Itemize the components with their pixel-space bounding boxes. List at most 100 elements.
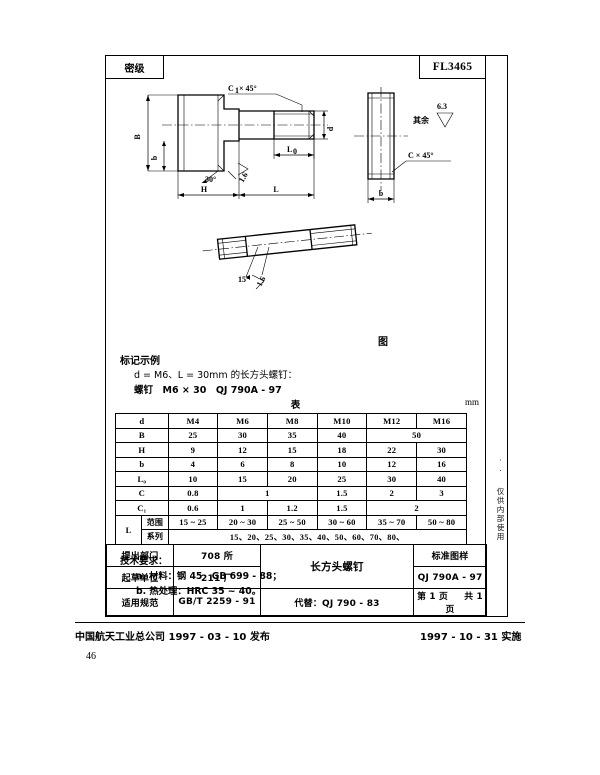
chamfer-label-c1-sub: 1 (235, 86, 239, 95)
effective-date-line: 1997 - 10 - 31 实施 (420, 632, 522, 643)
dim-label-b-right: b (379, 189, 384, 198)
spec-cell: 1.5 (316, 500, 368, 516)
spec-cell: 40 (416, 471, 467, 487)
spec-cell: 40 (316, 427, 368, 443)
drawing-frame: 密级 FL3465 ·· 仅供内部使用 (105, 55, 508, 617)
spec-L-range-cell: 30 ~ 60 (316, 514, 368, 530)
replaces-standard: 代替：QJ 790 - 83 (260, 588, 414, 616)
spec-cell: M8 (266, 413, 318, 429)
angle-label-15: 15° (238, 275, 249, 284)
spec-L-series-label: 系列 (141, 529, 169, 545)
spec-row-label: d (115, 413, 169, 429)
spec-cell: 25 (316, 471, 368, 487)
secrecy-level-box: 密级 (106, 56, 164, 79)
spec-cell: 22 (366, 442, 418, 458)
dim-label-L0-sub: 0 (293, 147, 297, 156)
table-unit: mm (464, 397, 479, 407)
table-caption: 表 (290, 400, 301, 411)
spec-cell: 12 (366, 456, 418, 472)
drafting-unit-label: 起草单位 (106, 566, 174, 589)
spec-cell: 30 (416, 442, 467, 458)
spec-cell: 35 (266, 427, 318, 443)
dim-label-L: L (273, 185, 278, 194)
technical-drawing-area: B b d C 1 × 45° (106, 79, 487, 304)
spec-cell: 15 (266, 442, 318, 458)
form-code: FL3465 (432, 61, 473, 73)
secrecy-label: 密级 (124, 63, 145, 75)
spec-cell: 16 (416, 456, 467, 472)
figure-caption: 图 (378, 337, 388, 348)
spec-cell: 30 (217, 427, 268, 443)
spec-cell: 25 (167, 427, 219, 443)
spec-cell: 30 (366, 471, 418, 487)
spec-cell: 1.2 (266, 500, 318, 516)
standard-type-label: 标准图样 (413, 544, 487, 567)
spec-row-label: H (115, 442, 169, 458)
dim-label-B: B (133, 134, 142, 140)
marking-example-line1: d = M6、L = 30mm 的长方头螺钉： (134, 370, 298, 381)
dim-label-b-left: b (150, 155, 159, 160)
spec-cell: 15 (217, 471, 268, 487)
marking-example-line2: 螺钉 M6 × 30 QJ 790A - 97 (134, 385, 282, 396)
spec-cell: 3 (416, 485, 467, 501)
spec-cell: M4 (167, 413, 219, 429)
spec-cell: M10 (316, 413, 368, 429)
footer-divider (75, 622, 525, 623)
spec-cell: 1 (217, 500, 268, 516)
spec-row-label: C₁ (115, 500, 169, 516)
page-current: 第 1 页 (417, 592, 448, 602)
spec-cell: 2 (366, 500, 467, 516)
page-total: 共 1 页 (445, 592, 483, 615)
spec-cell: 10 (167, 471, 219, 487)
spec-cell: 6 (217, 456, 268, 472)
chamfer-label-c1: C (228, 84, 234, 93)
surface-finish-value: 6.3 (437, 102, 447, 111)
spec-cell: 50 (366, 427, 467, 443)
title-block: 提出部门 708 所 长方头螺钉 标准图样 起草单位 211 厂 QJ 790A… (106, 544, 487, 616)
angle-label-30: 30° (205, 175, 216, 184)
spec-cell: 0.8 (167, 485, 219, 501)
applicable-spec-value: GB/T 2259 - 91 (173, 588, 261, 616)
spec-cell: 10 (316, 456, 368, 472)
spec-L-series-values: 15、20、25、30、35、40、50、60、70、80、 (167, 529, 468, 545)
page-number: 46 (86, 651, 96, 662)
drafting-unit-value: 211 厂 (173, 566, 261, 589)
title-block-row-3: 适用规范 GB/T 2259 - 91 代替：QJ 790 - 83 第 1 页… (106, 588, 487, 616)
spec-row-label: b (115, 456, 169, 472)
proposing-dept-label: 提出部门 (106, 544, 174, 567)
spec-cell: 8 (266, 456, 318, 472)
publisher-line: 中国航天工业总公司 1997 - 03 - 10 发布 (75, 632, 270, 643)
spec-cell: 1 (217, 485, 318, 501)
spec-cell: 9 (167, 442, 219, 458)
page-indicator: 第 1 页 共 1 页 (413, 588, 487, 616)
spec-cell: M16 (416, 413, 467, 429)
spec-L-range-cell: 15 ~ 25 (167, 514, 219, 530)
spec-row-label-L: L (114, 514, 143, 545)
vertical-margin-mark: ·· 仅供内部使用 (496, 456, 505, 542)
spec-cell: 4 (167, 456, 219, 472)
spec-cell: 0.6 (167, 500, 219, 516)
spec-row-label: L₀ (115, 471, 169, 487)
title-block-row-1: 提出部门 708 所 长方头螺钉 标准图样 (106, 544, 487, 589)
dim-label-L0: L (287, 145, 292, 154)
spec-cell: 1.5 (316, 485, 368, 501)
standard-number: QJ 790A - 97 (413, 566, 487, 589)
spec-L-range-cell: 25 ~ 50 (266, 514, 318, 530)
roughness-label-1-6-left: 1.6 (237, 171, 250, 184)
spec-cell: 2 (366, 485, 418, 501)
chamfer-label-c1-rest: × 45° (239, 84, 257, 93)
spec-row-label: C (115, 485, 169, 501)
title-block-row-2: 起草单位 211 厂 QJ 790A - 97 (106, 566, 487, 589)
spec-cell: M12 (366, 413, 418, 429)
marking-example-title: 标记示例 (120, 356, 160, 367)
spec-L-range-cell: 35 ~ 70 (366, 514, 418, 530)
